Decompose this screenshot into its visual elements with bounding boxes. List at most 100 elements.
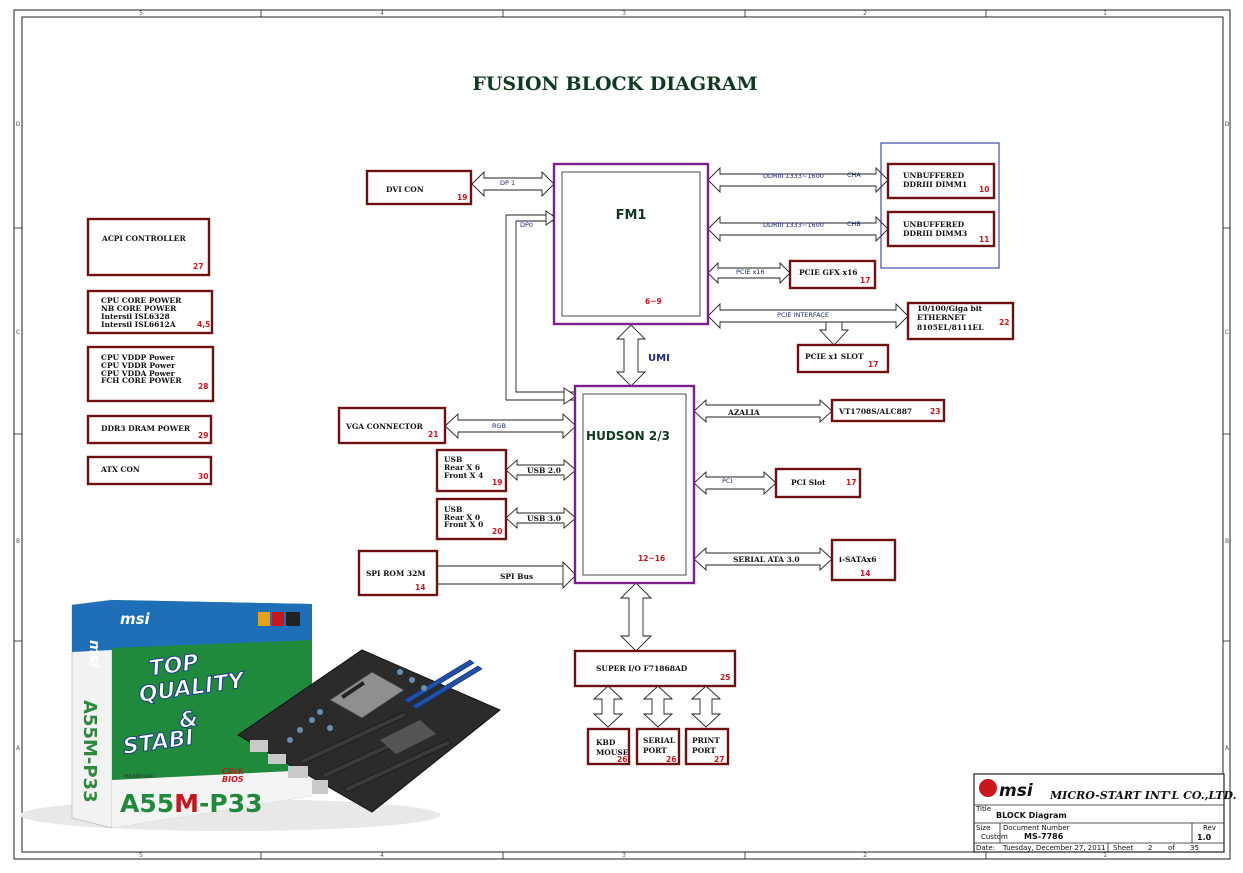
tb-logo: msi bbox=[999, 781, 1034, 801]
umi-arrow bbox=[615, 324, 647, 387]
block-spi-rom-label: SPI ROM 32M bbox=[366, 569, 426, 578]
zone-col-2-bottom: 2 bbox=[863, 852, 867, 859]
block-usb3-line-3: Front X 0 bbox=[444, 520, 483, 529]
block-dvi-page: 19 bbox=[457, 193, 467, 202]
title-block: msi MICRO-START INT'L CO.,LTD. Title BLO… bbox=[973, 773, 1237, 853]
block-kbd-line-2: MOUSE bbox=[596, 748, 629, 757]
dp0-arrow-head-top bbox=[545, 210, 557, 226]
power-ddr3-page: 29 bbox=[198, 431, 208, 440]
power-vdd: CPU VDDP Power CPU VDDR Power CPU VDDA P… bbox=[86, 345, 215, 403]
block-pci-slot-label: PCI Slot bbox=[791, 478, 826, 487]
board-cpu-socket bbox=[329, 671, 405, 719]
power-cpu-core: CPU CORE POWER NB CORE POWER Intersil IS… bbox=[86, 289, 214, 335]
block-print-page: 27 bbox=[714, 755, 724, 764]
block-pcie16-label: PCIE GFX x16 bbox=[799, 268, 858, 277]
block-serial-page: 26 bbox=[666, 755, 676, 764]
board-io-ports bbox=[250, 740, 328, 794]
block-spi-rom: SPI ROM 32M 14 bbox=[357, 549, 439, 597]
dimm-group-outline bbox=[880, 142, 1000, 269]
block-dimm3-line-2: DDRIII DIMM3 bbox=[903, 229, 967, 238]
power-cpu-core-line-1: CPU CORE POWER bbox=[101, 296, 182, 305]
umi-label: UMI bbox=[648, 353, 670, 364]
block-dimm3-line-1: UNBUFFERED bbox=[903, 220, 965, 229]
zone-row-d-right: D bbox=[1225, 121, 1230, 128]
zone-col-4-top: 4 bbox=[380, 10, 384, 17]
product-click-label: Click bbox=[222, 767, 244, 776]
zone-row-b-left: B bbox=[16, 538, 20, 545]
dp0-label: DP0 bbox=[520, 221, 533, 229]
product-box-image: msi A55M-P33 msi TOP QUALITY & STABI MAI… bbox=[20, 599, 501, 831]
tb-rev: 1.0 bbox=[1197, 833, 1212, 842]
usb20-label: USB 2.0 bbox=[527, 466, 561, 475]
zone-col-1-bottom: 1 bbox=[1103, 852, 1107, 859]
tb-date-label: Date: bbox=[976, 844, 995, 852]
block-usb2: USB Rear X 6 Front X 4 19 bbox=[435, 448, 508, 493]
block-pcie1-label: PCIE x1 SLOT bbox=[805, 352, 864, 361]
chip-fm1-page: 6~9 bbox=[645, 297, 662, 306]
block-vga-page: 21 bbox=[428, 430, 438, 439]
power-vdd-line-2: CPU VDDR Power bbox=[101, 361, 176, 370]
block-spi-rom-page: 14 bbox=[415, 583, 425, 592]
board-capacitors bbox=[287, 669, 427, 743]
block-super-io-label: SUPER I/O F71868AD bbox=[596, 664, 688, 673]
power-acpi-line-1: ACPI CONTROLLER bbox=[101, 234, 187, 243]
power-cpu-core-line-4: Intersil ISL6612A bbox=[101, 320, 176, 329]
product-mainboard-label: MAINBOARD bbox=[124, 774, 155, 780]
lpc-arrow bbox=[619, 582, 653, 652]
product-slogan-3: & bbox=[177, 707, 199, 734]
block-usb2-page: 19 bbox=[492, 478, 502, 487]
zone-col-5-top: 5 bbox=[139, 10, 143, 17]
block-pcie16-page: 17 bbox=[860, 276, 870, 285]
tb-sheet: 2 bbox=[1148, 844, 1152, 852]
power-acpi: ACPI CONTROLLER 27 bbox=[86, 217, 211, 277]
block-ethernet-line-1: 10/100/Giga bit bbox=[917, 304, 983, 313]
print-arrow bbox=[690, 685, 722, 728]
tb-docnum: MS-7786 bbox=[1024, 832, 1064, 841]
inner-frame bbox=[21, 16, 1224, 853]
tb-of-label: of bbox=[1168, 844, 1175, 852]
tb-company: MICRO-START INT'L CO.,LTD. bbox=[1049, 789, 1237, 802]
pci-label: PCI bbox=[722, 477, 732, 485]
outer-frame bbox=[13, 9, 1231, 860]
zone-row-b-right: B bbox=[1225, 538, 1229, 545]
tb-rev-label: Rev bbox=[1203, 824, 1216, 832]
power-cpu-core-line-2: NB CORE POWER bbox=[101, 304, 177, 313]
power-vdd-line-4: FCH CORE POWER bbox=[101, 376, 182, 385]
block-ethernet: 10/100/Giga bit ETHERNET 8105EL/8111EL 2… bbox=[906, 301, 1015, 341]
block-serial-port: SERIAL PORT 26 bbox=[635, 727, 681, 766]
block-pcie16: PCIE GFX x16 17 bbox=[788, 259, 877, 290]
zone-ticks bbox=[14, 10, 1230, 859]
serial-arrow bbox=[642, 685, 674, 728]
board-chipset-heatsink bbox=[380, 720, 436, 754]
zone-row-c-left: C bbox=[16, 329, 20, 336]
power-atx: ATX CON 30 bbox=[86, 455, 213, 486]
zone-row-a-left: A bbox=[16, 745, 21, 752]
chip-fm1-label: FM1 bbox=[616, 208, 647, 223]
dp1-label: DP 1 bbox=[500, 179, 515, 187]
product-side-brand: msi bbox=[86, 640, 102, 668]
zone-row-a-right: A bbox=[1225, 745, 1230, 752]
usb30-label: USB 3.0 bbox=[527, 514, 561, 523]
product-front-brand: msi bbox=[120, 610, 151, 628]
chip-hudson-label: HUDSON 2/3 bbox=[586, 429, 670, 443]
power-vdd-line-1: CPU VDDP Power bbox=[101, 353, 176, 362]
block-vga-label: VGA CONNECTOR bbox=[345, 422, 424, 431]
pci-arrow bbox=[693, 470, 777, 496]
block-sata-page: 14 bbox=[860, 569, 870, 578]
power-atx-page: 30 bbox=[198, 472, 208, 481]
block-dvi-label: DVI CON bbox=[386, 185, 424, 194]
block-dimm3-page: 11 bbox=[979, 235, 989, 244]
spi-bus-label: SPI Bus bbox=[500, 572, 533, 581]
zone-col-1-top: 1 bbox=[1103, 10, 1107, 17]
power-vdd-line-3: CPU VDDA Power bbox=[101, 369, 176, 378]
block-audio-page: 23 bbox=[930, 407, 940, 416]
block-serial-line-1: SERIAL bbox=[643, 736, 676, 745]
tb-of: 35 bbox=[1190, 844, 1199, 852]
azalia-arrow bbox=[693, 398, 833, 424]
block-vga: VGA CONNECTOR 21 bbox=[337, 406, 447, 445]
power-atx-line-1: ATX CON bbox=[100, 465, 140, 474]
zone-row-c-right: C bbox=[1225, 329, 1229, 336]
azalia-label: AZALIA bbox=[727, 408, 760, 417]
block-kbd-page: 26 bbox=[617, 755, 627, 764]
